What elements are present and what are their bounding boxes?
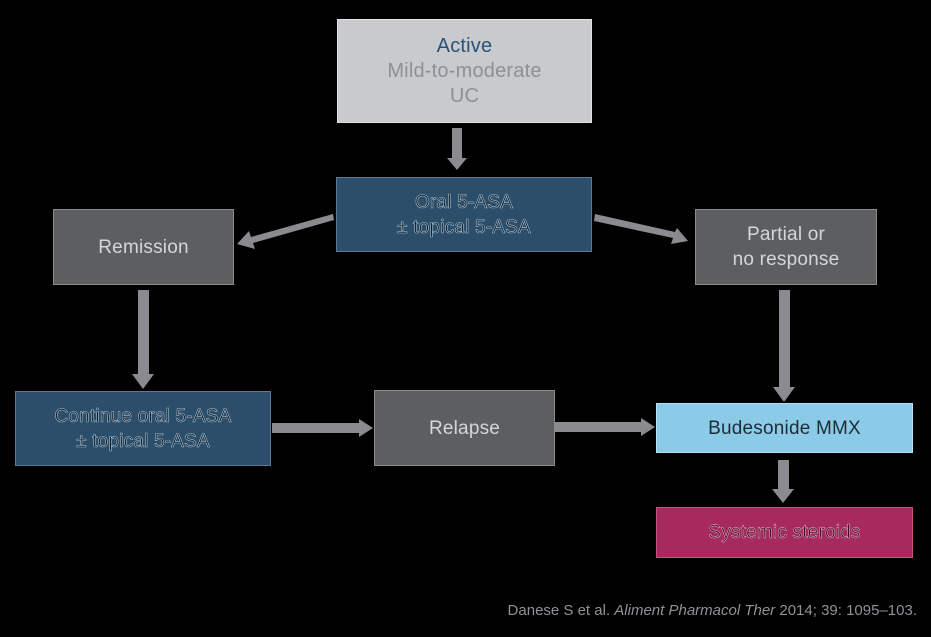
node-relapse: Relapse xyxy=(374,390,555,466)
node-continue-line2: ± topical 5-ASA xyxy=(76,430,210,452)
citation-authors: Danese S et al. xyxy=(507,602,611,619)
node-budesonide-mmx: Budesonide MMX xyxy=(656,403,913,453)
node-partial-line1: Partial or xyxy=(746,224,826,245)
citation: Danese S et al. Aliment Pharmacol Ther 2… xyxy=(508,602,917,619)
arrow-continue-to-relapse xyxy=(272,419,373,437)
node-active-mild-to-moderate-uc: Active Mild-to-moderate UC xyxy=(337,19,592,123)
arrow-oral-to-remission xyxy=(237,214,334,249)
node-systemic-steroids: Systemic steroids xyxy=(656,507,913,558)
node-partial-line2: no response xyxy=(732,249,840,270)
node-oral-line1: Oral 5-ASA xyxy=(414,191,514,213)
node-remission-label: Remission xyxy=(98,236,189,258)
node-oral-5-asa: Oral 5-ASA ± topical 5-ASA xyxy=(336,177,592,252)
node-relapse-label: Relapse xyxy=(428,417,501,439)
node-active-title: Active xyxy=(436,34,493,57)
node-continue-oral-5-asa: Continue oral 5-ASA ± topical 5-ASA xyxy=(15,391,271,466)
node-oral-line2: ± topical 5-ASA xyxy=(397,216,531,238)
node-steroids-label: Systemic steroids xyxy=(708,522,861,544)
node-remission: Remission xyxy=(53,209,234,285)
arrow-partial-to-budesonide xyxy=(773,290,795,402)
node-active-line1: Mild-to-moderate xyxy=(387,59,542,82)
arrow-remission-to-continue xyxy=(132,290,154,389)
node-active-line2: UC xyxy=(449,84,480,107)
node-budesonide-label: Budesonide MMX xyxy=(708,417,861,439)
arrow-relapse-to-budesonide xyxy=(555,418,655,436)
node-continue-line1: Continue oral 5-ASA xyxy=(54,405,232,427)
citation-details: 2014; 39: 1095–103. xyxy=(779,602,917,619)
arrow-budesonide-to-steroids xyxy=(772,460,794,503)
arrow-active-to-oral xyxy=(447,128,467,170)
citation-journal: Aliment Pharmacol Ther xyxy=(614,602,776,619)
arrow-oral-to-partial xyxy=(594,214,688,244)
node-partial-or-no-response: Partial or no response xyxy=(695,209,877,285)
